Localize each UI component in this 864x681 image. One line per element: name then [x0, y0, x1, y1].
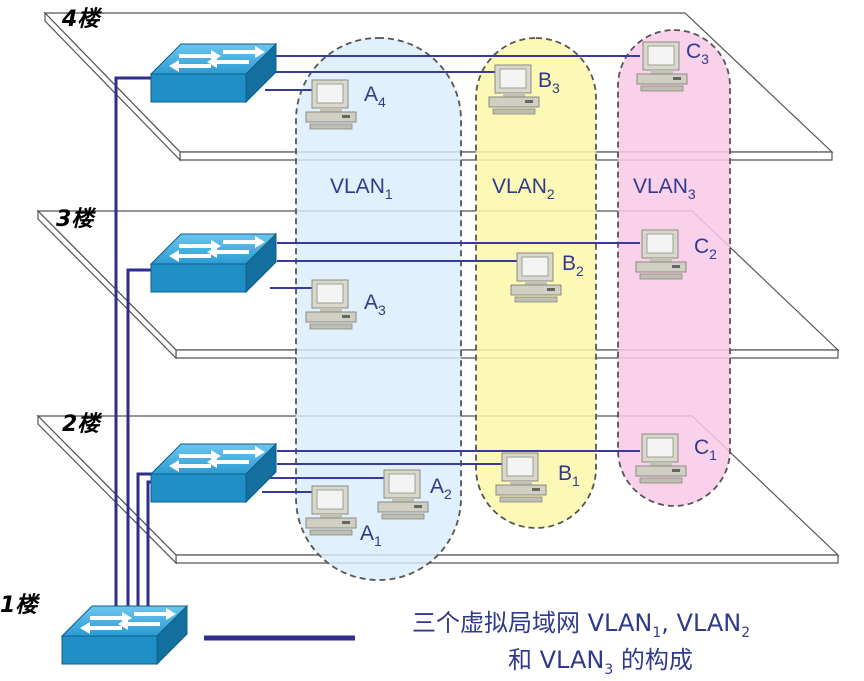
- switch-1f-icon[interactable]: [61, 605, 188, 665]
- floor-1-label: 1楼: [0, 593, 40, 618]
- pc-labels: A4 B3 C3 A3 B2 C2 A2 A1 B1 C1: [360, 40, 717, 549]
- pc-b1-label: B1: [558, 462, 580, 489]
- vlan-1-region: [295, 37, 462, 581]
- pc-c2-icon[interactable]: [635, 229, 687, 280]
- pc-b2-icon[interactable]: [510, 252, 562, 303]
- floor-3-label: 3楼: [56, 207, 96, 232]
- pc-c3-label: C3: [686, 40, 709, 67]
- pc-links: [262, 55, 640, 493]
- pc-a4-label: A4: [364, 83, 386, 110]
- pc-c3-icon[interactable]: [636, 41, 688, 92]
- vlan-2-label: VLAN2: [492, 175, 555, 202]
- pc-a3-label: A3: [364, 291, 386, 318]
- pc-a2-label: A2: [430, 475, 452, 502]
- pc-b2-label: B2: [562, 252, 584, 279]
- pc-a1-icon[interactable]: [305, 485, 357, 536]
- pc-a4-icon[interactable]: [305, 79, 357, 130]
- floor-2-label: 2楼: [62, 412, 102, 437]
- pc-c1-label: C1: [694, 436, 717, 463]
- pc-a2-icon[interactable]: [377, 469, 429, 520]
- floor-labels: 4楼 3楼 2楼 1楼: [0, 7, 102, 618]
- pc-c1-icon[interactable]: [635, 433, 687, 484]
- pc-c2-label: C2: [694, 235, 717, 262]
- vlan-3-label: VLAN3: [633, 175, 696, 202]
- vlan-1-label: VLAN1: [330, 175, 393, 202]
- caption-line-1: 三个虚拟局域网 VLAN1, VLAN2: [412, 609, 750, 641]
- pc-b3-label: B3: [538, 69, 560, 96]
- floor-4-label: 4楼: [61, 7, 102, 32]
- pc-b1-icon[interactable]: [495, 452, 547, 503]
- pc-a3-icon[interactable]: [305, 279, 357, 330]
- pc-b3-icon[interactable]: [488, 64, 540, 115]
- caption-line-2: 和 VLAN3 的构成: [508, 646, 693, 678]
- pc-a1-label: A1: [360, 522, 382, 549]
- caption: 三个虚拟局域网 VLAN1, VLAN2 和 VLAN3 的构成: [412, 609, 750, 678]
- vlan-labels: VLAN1 VLAN2 VLAN3: [330, 175, 696, 202]
